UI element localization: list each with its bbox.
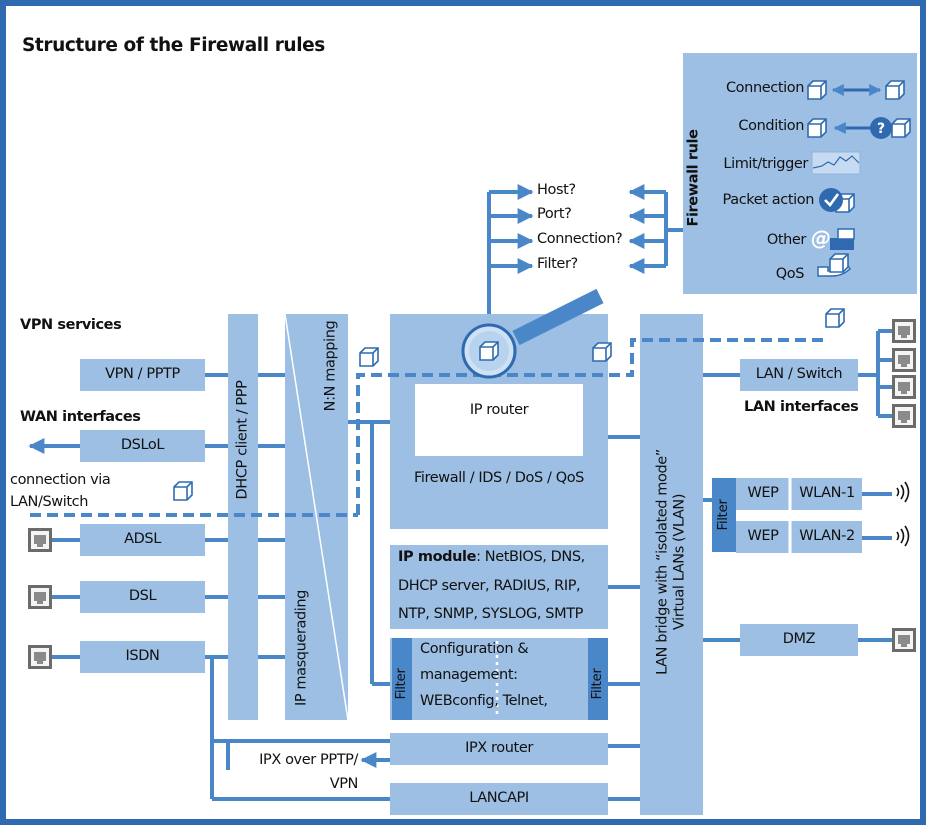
port-icon-lan-4 <box>892 404 916 428</box>
check-icon <box>819 188 843 212</box>
config-box <box>390 638 608 720</box>
lancapi-box <box>390 783 608 815</box>
cube-icon-connection-a <box>807 80 827 100</box>
ip-module-line-3: NTP, SNMP, SYSLOG, SMTP <box>398 606 583 622</box>
ip-module-line-1: IP module: NetBIOS, DNS, <box>398 549 585 566</box>
bridge-label-line-2: Virtual LANs (VLAN) <box>671 493 687 631</box>
dashed-paths <box>30 338 825 517</box>
isdn-label: ISDN <box>125 648 160 664</box>
lancapi-label: LANCAPI <box>469 790 529 806</box>
filter-right-label: Filter <box>589 668 606 700</box>
box-wlan-1 <box>736 478 862 510</box>
rule-item-connection: Connection <box>725 80 804 96</box>
connection-via-line-1: connection via <box>10 472 111 488</box>
adsl-label: ADSL <box>124 531 161 547</box>
svg-text:?: ? <box>877 121 885 137</box>
bridge-label: LAN bridge with “isolated mode”Virtual L… <box>654 449 687 675</box>
ipx-router-box <box>390 733 608 765</box>
magnifier-icon <box>461 288 604 379</box>
wlan-1-label: WLAN-1 <box>799 485 855 501</box>
filter-right-bar <box>588 638 608 720</box>
bridge-column <box>640 314 703 815</box>
cube-icon-lan <box>825 308 845 328</box>
box-adsl <box>80 524 205 556</box>
wan-interfaces-label: WAN interfaces <box>20 409 141 425</box>
connection-via-line-2: LAN/Switch <box>10 494 89 510</box>
svg-text:@: @ <box>811 226 831 250</box>
diagram-title: Structure of the Firewall rules <box>22 35 325 56</box>
column-divider <box>284 313 349 721</box>
hand-icon <box>817 253 852 277</box>
dsl-ol-label: DSLoL <box>120 437 165 453</box>
port-icon-dmz <box>892 628 916 652</box>
dmz-label: DMZ <box>782 631 816 647</box>
question-host: Host? <box>537 182 576 198</box>
filter-wlan-label: Filter <box>715 499 732 531</box>
ipx-over-line-1: IPX over PPTP/ <box>259 752 358 768</box>
connector-lines <box>28 184 892 801</box>
wep-2-label: WEP <box>747 528 779 544</box>
at-icon <box>830 228 855 250</box>
ip-router-box <box>415 384 583 456</box>
ip-module-bold: IP module <box>398 549 477 565</box>
filter-left-bar <box>392 638 412 720</box>
vpn-pptp-label: VPN / PPTP <box>105 366 180 382</box>
rule-item-condition: Condition <box>738 118 804 134</box>
lan-interfaces-label: LAN interfaces <box>744 399 859 415</box>
cube-icon-nn <box>359 347 379 367</box>
bridge-label-line-1: LAN bridge with “isolated mode” <box>654 449 671 675</box>
box-dmz <box>740 624 858 656</box>
vpn-services-label: VPN services <box>20 317 122 333</box>
box-dsl <box>80 581 205 613</box>
dhcp-column-label: DHCP client / PPP <box>234 380 251 500</box>
firewall-rule-label: Firewall rule <box>685 129 702 227</box>
ip-masquerading-label: IP masquerading <box>293 590 310 706</box>
question-connection: Connection? <box>537 231 623 247</box>
nn-mapping-label: N:N mapping <box>322 320 339 412</box>
filter-left-label: Filter <box>393 668 410 700</box>
config-line-3: WEBconfig, Telnet, <box>420 693 548 709</box>
ipx-router-label: IPX router <box>465 740 533 756</box>
wep-1-label: WEP <box>747 485 779 501</box>
rule-item-packet-action: Packet action <box>722 192 815 208</box>
config-line-2: management: <box>420 667 518 683</box>
box-vpn-pptp <box>80 359 205 391</box>
limit-trigger-graph-icon <box>811 151 861 175</box>
cube-icon-condition-b <box>891 118 911 138</box>
lan-switch-label: LAN / Switch <box>755 366 843 382</box>
cube-icon-condition <box>807 118 827 138</box>
port-icon-lan-2 <box>892 348 916 372</box>
ipx-over-line-2: VPN <box>329 776 359 792</box>
filter-wlan <box>712 478 736 552</box>
port-icon-dsl <box>28 585 52 609</box>
box-dsl-ol <box>80 430 205 462</box>
question-icon <box>870 117 892 139</box>
config-line-1: Configuration & <box>420 641 529 657</box>
rule-item-qos: QoS <box>775 266 805 282</box>
question-filter: Filter? <box>537 256 578 272</box>
rule-item-limit-trigger: Limit/trigger <box>723 156 808 172</box>
ip-module-rest: : NetBIOS, DNS, <box>476 549 585 565</box>
port-icon-isdn <box>28 645 52 669</box>
question-port: Port? <box>537 206 572 222</box>
cube-icon-connection-b <box>885 80 905 100</box>
box-wlan-2 <box>736 521 862 553</box>
wlan-2-label: WLAN-2 <box>799 528 855 544</box>
box-isdn <box>80 641 205 673</box>
port-icon-lan-1 <box>892 319 916 343</box>
cube-icon-wan <box>173 481 193 501</box>
box-lan-switch <box>740 359 858 391</box>
dsl-label: DSL <box>128 588 157 604</box>
ip-router-label: IP router <box>469 402 529 418</box>
cube-icon-router <box>592 342 612 362</box>
ip-module-line-2: DHCP server, RADIUS, RIP, <box>398 578 581 594</box>
firewall-label: Firewall / IDS / DoS / QoS <box>414 470 584 486</box>
port-icon-lan-3 <box>892 375 916 399</box>
ip-module-box <box>390 545 608 629</box>
rule-item-other: Other <box>766 232 807 248</box>
port-icon-adsl <box>28 528 52 552</box>
